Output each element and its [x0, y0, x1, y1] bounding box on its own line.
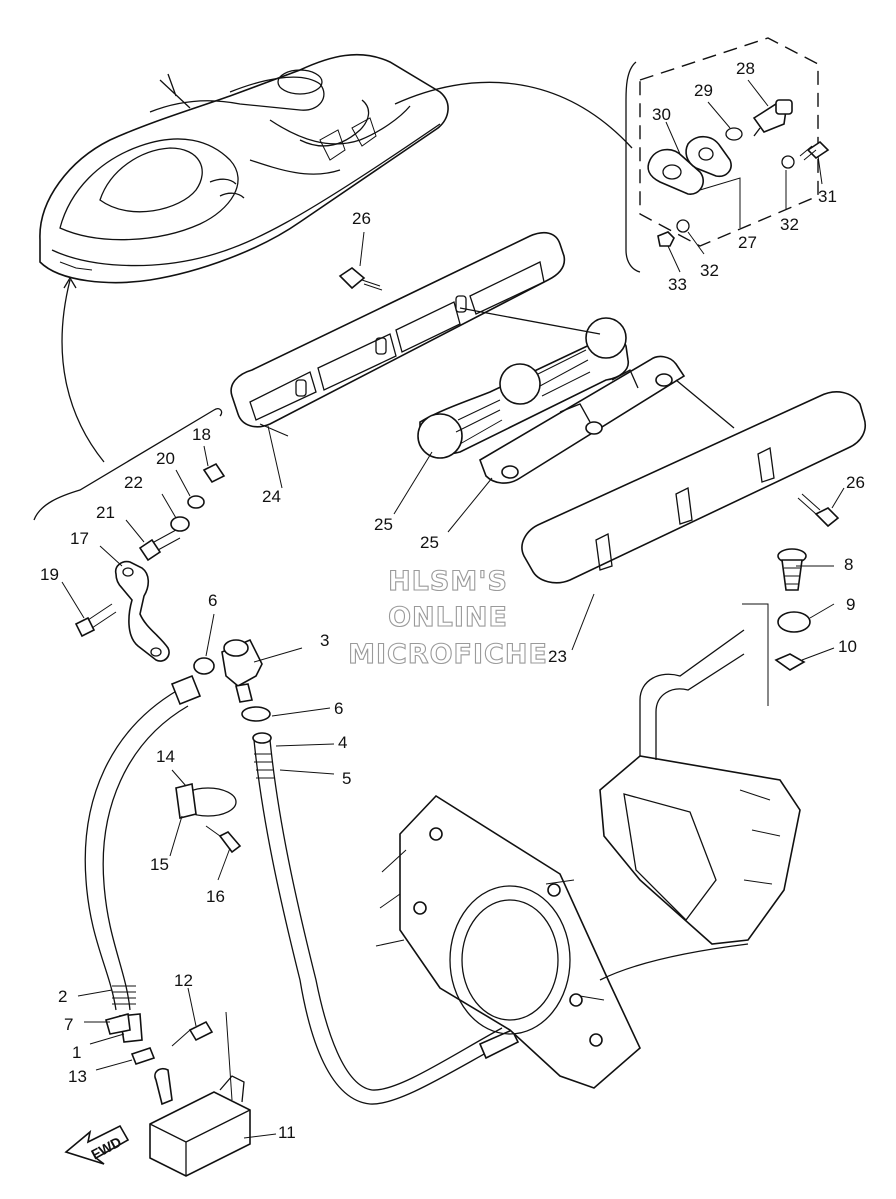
watermark-line-1: HLSM'S	[388, 566, 508, 597]
callout-25-left: 25	[374, 515, 393, 534]
intake-duct-housing	[375, 794, 641, 1089]
callout-6-upper: 6	[208, 591, 217, 610]
grille-frame-part-24	[230, 231, 566, 437]
band-clamp-part-14	[175, 783, 237, 819]
callout-2: 2	[58, 987, 67, 1006]
callout-16: 16	[206, 887, 225, 906]
leader-craft-to-detail	[394, 81, 633, 149]
callout-14: 14	[156, 747, 175, 766]
watercraft-illustration	[39, 53, 449, 284]
pin-part-12	[188, 1020, 214, 1042]
callout-32-left: 32	[700, 261, 719, 280]
pump-housing	[599, 629, 801, 981]
drain-plug-part-8	[777, 548, 807, 591]
callout-20: 20	[156, 449, 175, 468]
callout-26-top: 26	[352, 209, 371, 228]
clamp-part-6-lower	[241, 706, 271, 722]
callout-32-right: 32	[780, 215, 799, 234]
callout-17: 17	[70, 529, 89, 548]
bracket-part-17	[114, 560, 170, 662]
clip-part-10	[774, 653, 806, 671]
callout-15: 15	[150, 855, 169, 874]
bracket-group-outline	[33, 408, 223, 521]
callout-24: 24	[262, 487, 281, 506]
clamp-part-6-upper	[193, 657, 215, 675]
sensor-detail-group	[625, 37, 830, 273]
callout-11: 11	[278, 1123, 296, 1142]
callout-labels: 1 2 3 4 5 6 6 7 8 9 10 11 12 13 14 15 16…	[40, 59, 865, 1142]
controller-part-11	[149, 1011, 251, 1177]
callout-9: 9	[846, 595, 855, 614]
watermark-line-3: MICROFICHE	[348, 639, 548, 670]
callout-27: 27	[738, 233, 757, 252]
mount-bar-part-25	[417, 317, 630, 459]
mount-rail-part-25	[479, 355, 686, 484]
callout-8: 8	[844, 555, 853, 574]
callout-5: 5	[342, 769, 351, 788]
callout-30: 30	[652, 105, 671, 124]
callout-21: 21	[96, 503, 115, 522]
washer-part-9	[777, 611, 811, 633]
callout-12: 12	[174, 971, 193, 990]
callout-3: 3	[320, 631, 329, 650]
hose-part-2	[84, 674, 202, 1043]
leader-lines	[61, 79, 845, 1139]
callout-13: 13	[68, 1067, 87, 1086]
callout-10: 10	[838, 637, 857, 656]
watermark: HLSM'S ONLINE MICROFICHE	[348, 565, 548, 670]
pin-part-13	[130, 1047, 156, 1065]
callout-33: 33	[668, 275, 687, 294]
valve-part-3	[221, 638, 263, 703]
callout-4: 4	[338, 733, 347, 752]
forward-direction-arrow: FWD	[64, 1124, 130, 1165]
leader-craft-to-bracket	[61, 279, 105, 463]
callout-23: 23	[548, 647, 567, 666]
hose-part-5	[252, 732, 520, 1105]
callout-29: 29	[694, 81, 713, 100]
callout-19: 19	[40, 565, 59, 584]
callout-6-lower: 6	[334, 699, 343, 718]
callout-18: 18	[192, 425, 211, 444]
callout-28: 28	[736, 59, 755, 78]
callout-22: 22	[124, 473, 143, 492]
callout-25-right: 25	[420, 533, 439, 552]
callout-7: 7	[64, 1015, 73, 1034]
grille-plate-part-23	[521, 391, 866, 584]
callout-26-right: 26	[846, 473, 865, 492]
watermark-line-2: ONLINE	[388, 602, 508, 633]
callout-1: 1	[72, 1043, 81, 1062]
callout-31: 31	[818, 187, 837, 206]
